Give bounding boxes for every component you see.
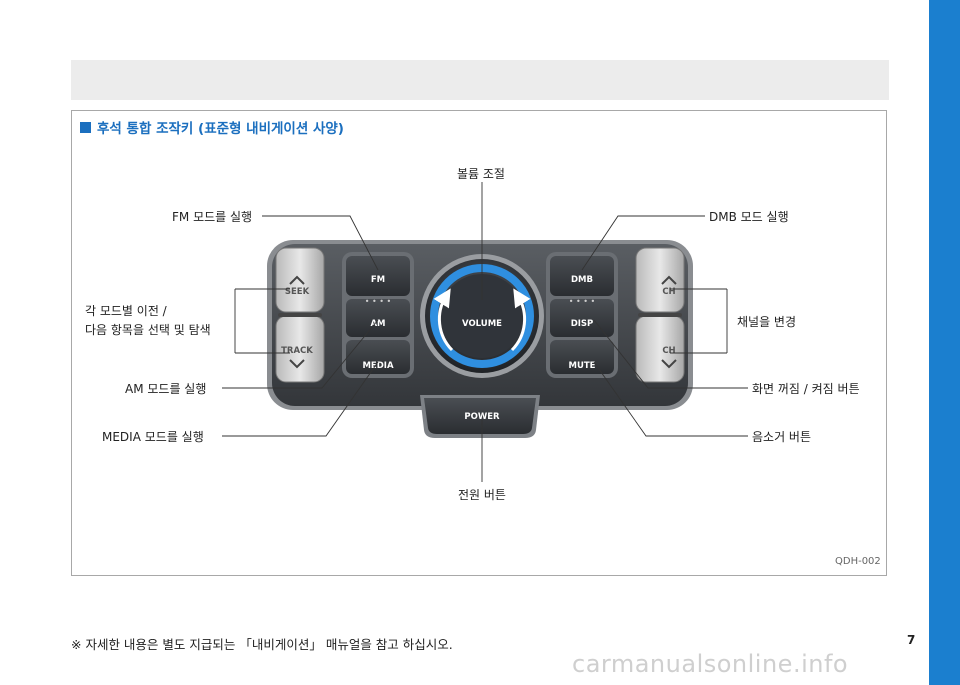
track-label: TRACK xyxy=(281,346,313,356)
leader-line-disp xyxy=(593,319,748,389)
dmb-label: DMB xyxy=(571,275,593,285)
header-band xyxy=(71,60,889,100)
disp-label: DISP xyxy=(571,319,594,329)
label-screen: 화면 꺼짐 / 켜짐 버튼 xyxy=(752,382,860,396)
dmb-button[interactable] xyxy=(550,256,614,296)
chevron-down-icon xyxy=(289,359,305,369)
seek-label: SEEK xyxy=(285,287,310,297)
power-label: POWER xyxy=(464,412,500,422)
disp-button[interactable] xyxy=(550,299,614,337)
leader-line-dmb xyxy=(581,215,705,271)
ch-down-button[interactable] xyxy=(635,315,685,383)
page-number: 7 xyxy=(907,633,916,647)
label-media: MEDIA 모드를 실행 xyxy=(102,430,204,444)
side-color-bar xyxy=(929,0,960,685)
divider xyxy=(278,313,322,317)
chevron-up-icon xyxy=(661,275,677,285)
footnote: ※ 자세한 내용은 별도 지급되는 「내비게이션」 매뉴얼을 참고 하십시오. xyxy=(71,637,453,652)
media-label: MEDIA xyxy=(362,361,393,371)
label-power: 전원 버튼 xyxy=(458,488,506,502)
power-button[interactable] xyxy=(424,398,536,434)
dots-indicator: • • • • xyxy=(569,297,596,306)
section-heading: 후석 통합 조작키 (표준형 내비게이션 사양) xyxy=(80,117,344,137)
volume-label: VOLUME xyxy=(462,319,502,329)
watermark: carmanualsonline.info xyxy=(572,650,849,678)
fm-label: FM xyxy=(371,275,385,285)
heading-square-icon xyxy=(80,121,91,133)
figure-code: QDH-002 xyxy=(835,556,881,567)
am-label: AM xyxy=(370,319,385,329)
media-button[interactable] xyxy=(346,340,410,374)
fm-button[interactable] xyxy=(346,256,410,296)
leader-line-am xyxy=(222,319,379,389)
label-fm: FM 모드를 실행 xyxy=(172,210,253,224)
leader-line-mute xyxy=(593,361,748,437)
mute-label: MUTE xyxy=(569,361,596,371)
label-am: AM 모드를 실행 xyxy=(125,382,207,396)
label-dmb: DMB 모드 실행 xyxy=(709,210,789,224)
label-mode-select: 각 모드별 이전 / 다음 항목을 선택 및 탐색 xyxy=(85,304,211,337)
label-channel: 채널을 변경 xyxy=(737,315,797,329)
mute-button[interactable] xyxy=(550,340,614,374)
rotate-right-arrow-icon xyxy=(510,288,531,352)
dots-indicator: • • • • xyxy=(365,297,392,306)
rotate-left-arrow-icon xyxy=(433,288,454,352)
leader-line-fm xyxy=(262,215,379,271)
am-button[interactable] xyxy=(346,299,410,337)
ch-up-button[interactable] xyxy=(635,247,685,313)
chevron-down-icon xyxy=(661,359,677,369)
volume-knob-center xyxy=(440,274,524,358)
ch-down-label: CH xyxy=(662,346,675,356)
label-volume: 볼륨 조절 xyxy=(457,167,505,181)
label-mute: 음소거 버튼 xyxy=(752,430,812,444)
chevron-up-icon xyxy=(289,275,305,285)
leader-line-media xyxy=(222,361,379,437)
section-heading-text: 후석 통합 조작키 (표준형 내비게이션 사양) xyxy=(97,121,344,137)
ch-up-label: CH xyxy=(662,287,675,297)
divider xyxy=(638,313,682,317)
